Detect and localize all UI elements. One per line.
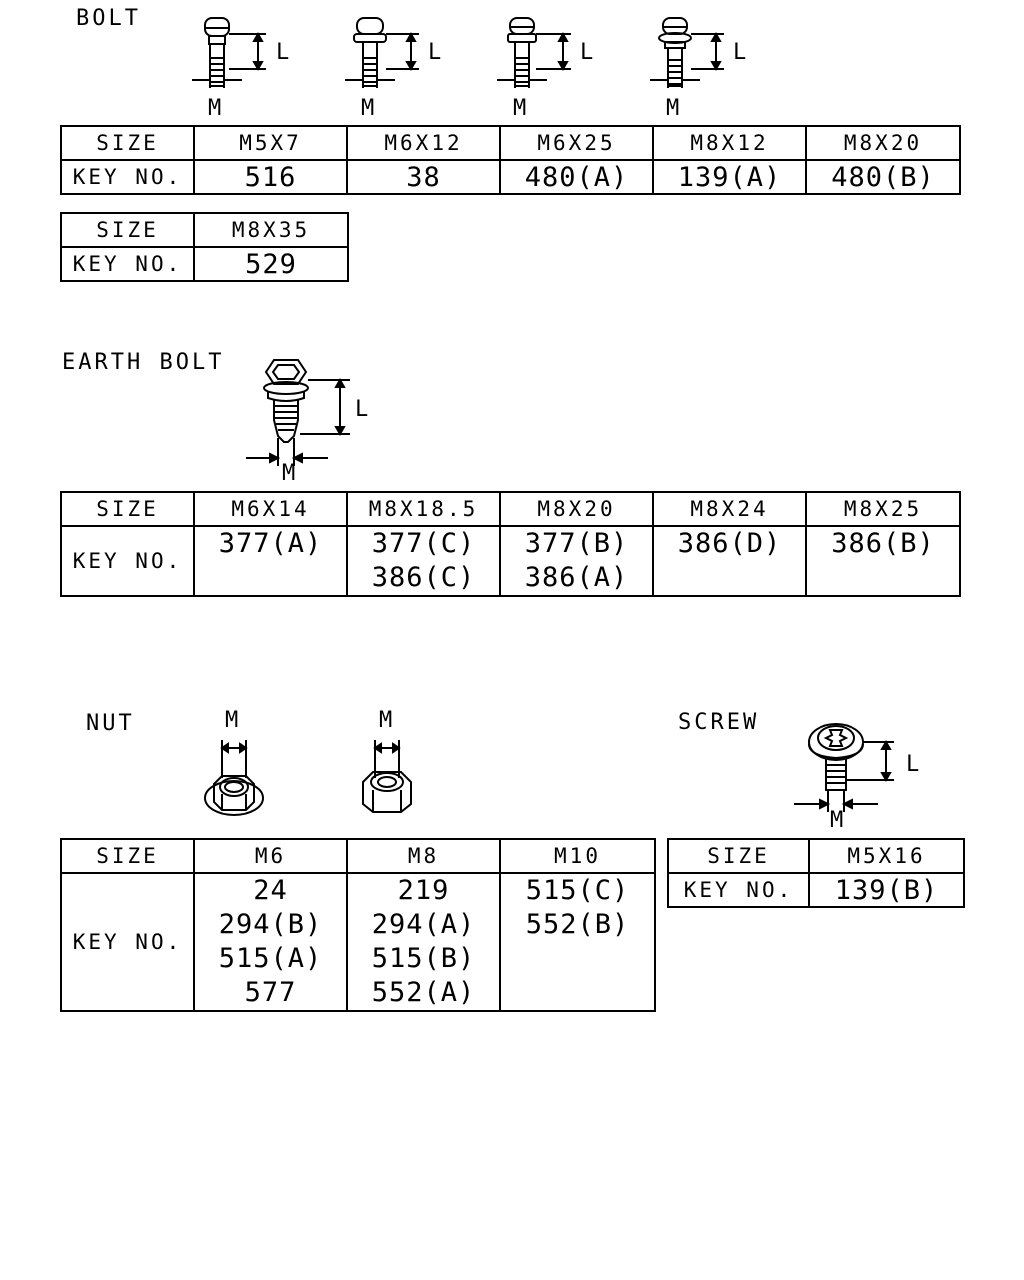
size-cell: M6X14 [193, 491, 348, 527]
key-no-cell: 515(C) 552(B) [499, 872, 656, 1012]
key-no-cell: 139(B) [808, 872, 965, 908]
screw-icon [790, 718, 900, 818]
size-header: SIZE [667, 838, 810, 874]
earth-bolt-size-table: SIZE M6X14 M8X18.5 M8X20 M8X24 M8X25 KEY… [60, 491, 961, 597]
size-header: SIZE [60, 491, 195, 527]
bolt-type-1-icon [190, 14, 290, 100]
bolt-4-l-label: L [733, 40, 747, 65]
screw-section-title: SCREW [678, 710, 760, 735]
size-cell: M8X20 [805, 125, 961, 161]
key-no-cell: 38 [346, 159, 501, 195]
size-cell: M8X35 [193, 212, 349, 248]
key-no-value: 377(A) [218, 528, 323, 559]
table-row: SIZE M8X35 [60, 212, 349, 248]
earth-bolt-l-label: L [355, 397, 369, 422]
table-row: KEY NO. 529 [60, 246, 349, 282]
key-no-cell: 139(A) [652, 159, 807, 195]
size-cell: M10 [499, 838, 656, 874]
table-row: KEY NO. 139(B) [667, 872, 965, 908]
key-no-value: 386(A) [524, 562, 629, 593]
size-cell: M6X12 [346, 125, 501, 161]
hex-nut-icon [355, 738, 425, 820]
key-no-value: 515(B) [371, 943, 476, 974]
bolt-type-4-icon [648, 14, 748, 100]
screw-m-label: M [830, 808, 844, 833]
key-no-cell: 377(B)386(A) [499, 525, 654, 597]
bolt-2-m-label: M [361, 96, 375, 121]
key-no-cell: 480(B) [805, 159, 961, 195]
bolt-3-m-label: M [513, 96, 527, 121]
key-no-value: 552(B) [525, 909, 630, 940]
nut-section-title: NUT [86, 711, 135, 736]
table-row: KEY NO. 24 294(B) 515(A) 577 219 294(A) … [60, 872, 656, 1012]
size-header: SIZE [60, 838, 195, 874]
bolt-3-l-label: L [580, 40, 594, 65]
key-no-value: 377(B) [524, 528, 629, 559]
table-row: SIZE M5X7 M6X12 M6X25 M8X12 M8X20 [60, 125, 961, 161]
bolt-type-2-icon [343, 14, 443, 100]
key-no-cell: 377(C)386(C) [346, 525, 501, 597]
key-no-value: 386(B) [831, 528, 935, 559]
bolt-type-3-icon [495, 14, 595, 100]
key-no-header: KEY NO. [60, 159, 195, 195]
key-no-header: KEY NO. [60, 525, 195, 597]
bolt-1-l-label: L [276, 40, 290, 65]
bolt-2-l-label: L [428, 40, 442, 65]
table-row: SIZE M6X14 M8X18.5 M8X20 M8X24 M8X25 [60, 491, 961, 527]
key-no-cell: 219 294(A) 515(B) 552(A) [346, 872, 501, 1012]
screw-l-label: L [906, 752, 920, 777]
key-no-value: 515(A) [218, 943, 323, 974]
key-no-value: 515(C) [525, 875, 630, 906]
key-no-cell: 529 [193, 246, 349, 282]
key-no-header: KEY NO. [60, 246, 195, 282]
key-no-value: 219 [397, 875, 450, 906]
bolt-size-table-2: SIZE M8X35 KEY NO. 529 [60, 212, 349, 282]
table-row: SIZE M6 M8 M10 [60, 838, 656, 874]
table-row: SIZE M5X16 [667, 838, 965, 874]
key-no-cell: 386(D) [652, 525, 807, 597]
size-cell: M6 [193, 838, 348, 874]
size-cell: M8X24 [652, 491, 807, 527]
bolt-4-m-label: M [666, 96, 680, 121]
key-no-value: 577 [244, 977, 297, 1008]
bolt-size-table: SIZE M5X7 M6X12 M6X25 M8X12 M8X20 KEY NO… [60, 125, 961, 195]
key-no-value: 294(A) [371, 909, 476, 940]
size-cell: M6X25 [499, 125, 654, 161]
key-no-header: KEY NO. [667, 872, 810, 908]
earth-bolt-m-label: M [282, 461, 296, 486]
key-no-header: KEY NO. [60, 872, 195, 1012]
table-row: KEY NO. 516 38 480(A) 139(A) 480(B) [60, 159, 961, 195]
size-cell: M8 [346, 838, 501, 874]
size-cell: M8X18.5 [346, 491, 501, 527]
nut-size-table: SIZE M6 M8 M10 KEY NO. 24 294(B) 515(A) … [60, 838, 656, 1012]
size-header: SIZE [60, 212, 195, 248]
key-no-cell: 377(A) [193, 525, 348, 597]
size-cell: M5X7 [193, 125, 348, 161]
key-no-value: 386(D) [677, 528, 782, 559]
nut-2-m-label: M [379, 708, 393, 733]
key-no-cell: 386(B) [805, 525, 961, 597]
key-no-value: 24 [253, 875, 288, 906]
bolt-section-title: BOLT [76, 6, 141, 31]
size-cell: M8X25 [805, 491, 961, 527]
bolt-1-m-label: M [208, 96, 222, 121]
key-no-value: 377(C) [371, 528, 476, 559]
table-row: KEY NO. 377(A) 377(C)386(C) 377(B)386(A)… [60, 525, 961, 597]
key-no-value: 386(C) [371, 562, 476, 593]
size-cell: M8X20 [499, 491, 654, 527]
nut-1-m-label: M [225, 708, 239, 733]
size-header: SIZE [60, 125, 195, 161]
key-no-cell: 24 294(B) 515(A) 577 [193, 872, 348, 1012]
key-no-value: 294(B) [218, 909, 323, 940]
size-cell: M8X12 [652, 125, 807, 161]
key-no-value: 552(A) [371, 977, 476, 1008]
flange-nut-icon [200, 738, 270, 820]
earth-bolt-section-title: EARTH BOLT [62, 350, 225, 375]
key-no-cell: 516 [193, 159, 348, 195]
key-no-cell: 480(A) [499, 159, 654, 195]
size-cell: M5X16 [808, 838, 965, 874]
screw-size-table: SIZE M5X16 KEY NO. 139(B) [667, 838, 965, 908]
earth-bolt-icon [240, 354, 380, 470]
